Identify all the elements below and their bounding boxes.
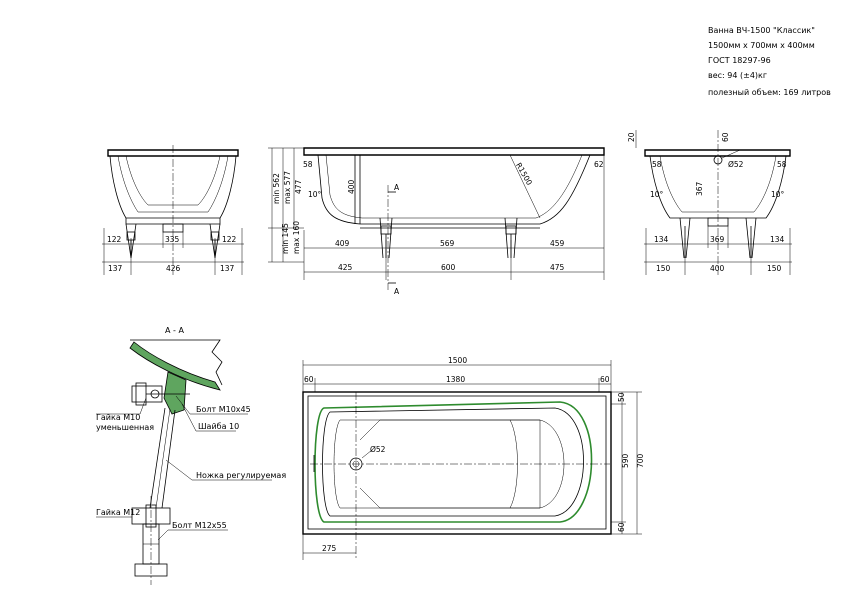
- dim-plan-60a: 60: [304, 375, 314, 384]
- dim-right-134b: 134: [770, 235, 785, 244]
- dim-right-60: 60: [721, 132, 730, 142]
- callout-nut-m10: Гайка М10: [96, 413, 140, 422]
- dim-plan-700: 700: [636, 453, 645, 468]
- dim-plan-1500: 1500: [448, 356, 467, 365]
- product-name: Ванна ВЧ-1500 "Классик": [708, 26, 815, 35]
- dim-front-425: 425: [338, 263, 353, 272]
- callout-bolt-m12: Болт М12х55: [172, 521, 227, 530]
- callout-washer: Шайба 10: [198, 422, 239, 431]
- dim-right-150b: 150: [767, 264, 782, 273]
- dim-plan-1380: 1380: [446, 375, 465, 384]
- callout-bolt-m10: Болт М10х45: [196, 405, 251, 414]
- dim-right-150a: 150: [656, 264, 671, 273]
- dim-right-134a: 134: [654, 235, 669, 244]
- dim-right-20: 20: [627, 132, 636, 142]
- dim-front-569: 569: [440, 239, 455, 248]
- product-standard: ГОСТ 18297-96: [708, 56, 771, 65]
- dim-right-400: 400: [710, 264, 725, 273]
- dim-front-max577: max 577: [283, 171, 292, 204]
- front-view: R1500 400 A A min 562 max 577 477 min 14…: [268, 147, 605, 296]
- dim-plan-50b: 60: [617, 522, 626, 532]
- dim-left-137a: 137: [108, 264, 123, 273]
- title-block: Ванна ВЧ-1500 "Классик" 1500мм х 700мм х…: [708, 26, 831, 97]
- dim-plan-d52: Ø52: [370, 445, 386, 454]
- dim-front-400: 400: [347, 179, 356, 194]
- dim-front-angle: 10°: [308, 190, 322, 199]
- dim-right-58a: 58: [652, 160, 662, 169]
- dim-left-137b: 137: [220, 264, 235, 273]
- dim-right-angle-b: 10°: [771, 190, 785, 199]
- section-a-a: А - А Гайка М10 уменьш: [96, 326, 286, 585]
- dim-front-459: 459: [550, 239, 565, 248]
- callout-nut-m12: Гайка М12: [96, 508, 140, 517]
- right-end-view: Ø52 20 60 58 58 10° 10° 367 134 369 134 …: [627, 130, 792, 275]
- product-size: 1500мм х 700мм х 400мм: [708, 41, 815, 50]
- product-weight: вес: 94 (±4)кг: [708, 71, 767, 80]
- dim-front-min145: min 145: [281, 223, 290, 254]
- dim-right-367: 367: [695, 181, 704, 196]
- dim-front-min562: min 562: [272, 173, 281, 204]
- dim-front-62: 62: [594, 160, 604, 169]
- dim-plan-50a: 50: [617, 392, 626, 402]
- product-volume: полезный объем: 169 литров: [708, 88, 831, 97]
- dim-right-58b: 58: [777, 160, 787, 169]
- dim-front-475: 475: [550, 263, 565, 272]
- dim-front-r1500: R1500: [514, 161, 534, 187]
- section-mark-top: A: [394, 183, 400, 192]
- callout-nut-m10-reduced: уменьшенная: [96, 423, 154, 432]
- dim-front-58: 58: [303, 160, 313, 169]
- left-end-view: 122 335 122 137 426 137: [102, 145, 244, 275]
- dim-right-d52: Ø52: [728, 160, 744, 169]
- callout-adjustable-leg: Ножка регулируемая: [196, 471, 286, 480]
- dim-front-409: 409: [335, 239, 350, 248]
- dim-plan-590: 590: [621, 453, 630, 468]
- dim-right-369: 369: [710, 235, 725, 244]
- section-label: А - А: [165, 326, 184, 335]
- dim-front-600: 600: [441, 263, 456, 272]
- dim-plan-60b: 60: [600, 375, 610, 384]
- section-mark-bottom: A: [394, 287, 400, 296]
- dim-left-335: 335: [165, 235, 180, 244]
- dim-left-122b: 122: [222, 235, 237, 244]
- plan-view: Ø52 1500 60 1380 60 50 590 700 60 275: [302, 356, 645, 560]
- dim-right-angle-a: 10°: [650, 190, 664, 199]
- dim-front-max160: max 160: [292, 221, 301, 254]
- dim-left-426: 426: [166, 264, 181, 273]
- dim-plan-275: 275: [322, 544, 337, 553]
- dim-front-477: 477: [294, 179, 303, 194]
- dim-left-122a: 122: [107, 235, 122, 244]
